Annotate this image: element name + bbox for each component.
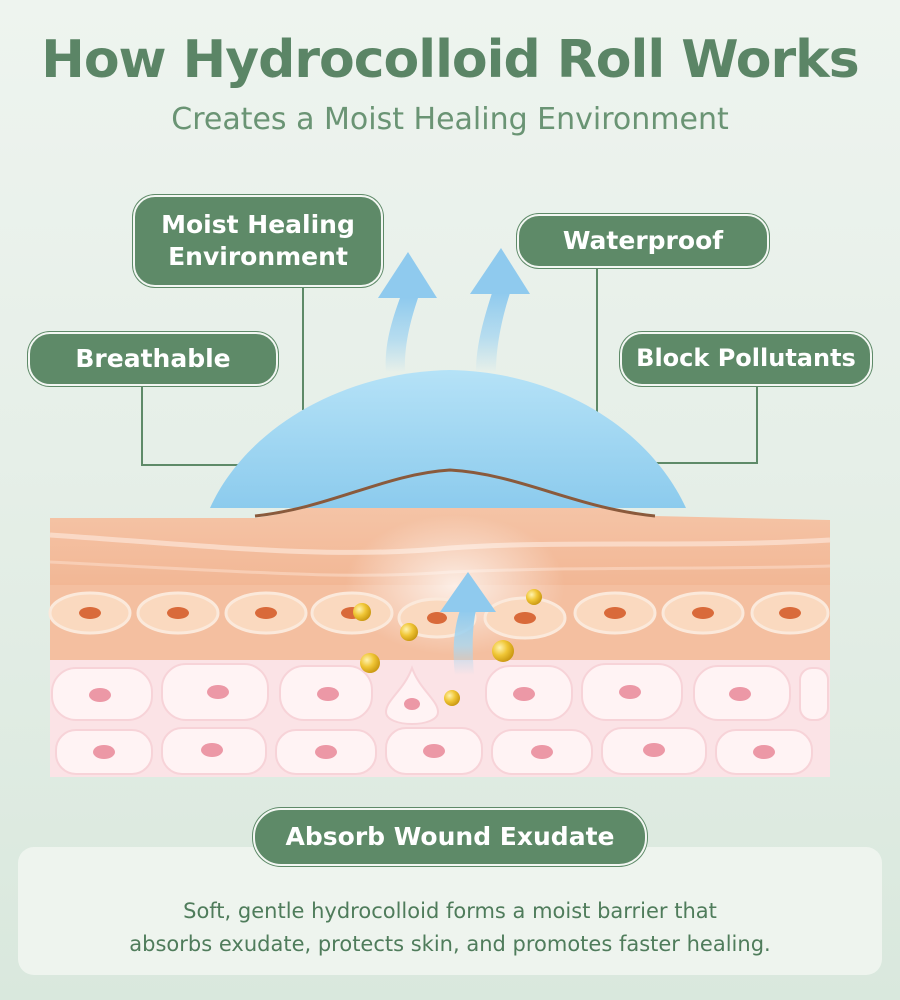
exudate-droplets bbox=[353, 589, 542, 706]
label-moist-line1: Moist Healing bbox=[161, 209, 355, 239]
up-arrow-icon bbox=[470, 248, 530, 372]
skin-cell-icon bbox=[224, 591, 308, 635]
skin-cell-icon bbox=[750, 591, 830, 635]
exudate-droplet-icon bbox=[400, 623, 418, 641]
page-title: How Hydrocolloid Roll Works bbox=[41, 30, 859, 90]
dome-skin-contact bbox=[254, 468, 656, 518]
page-subtitle: Creates a Moist Healing Environment bbox=[171, 102, 729, 137]
connector-lines bbox=[141, 268, 758, 466]
up-arrow-icon bbox=[440, 572, 496, 675]
skin-cell-icon bbox=[573, 591, 657, 635]
description-line2: absorbs exudate, protects skin, and prom… bbox=[129, 931, 771, 956]
label-absorb-exudate: Absorb Wound Exudate bbox=[253, 808, 647, 866]
hydrocolloid-dome bbox=[210, 370, 686, 508]
description-line1: Soft, gentle hydrocolloid forms a moist … bbox=[183, 899, 717, 923]
label-moist-line2: Environment bbox=[168, 242, 348, 271]
connector-block bbox=[650, 386, 758, 464]
exudate-droplet-cell bbox=[384, 665, 440, 725]
label-block-pollutants: Block Pollutants bbox=[620, 332, 872, 386]
connector-breathable bbox=[141, 386, 240, 466]
label-waterproof: Waterproof bbox=[517, 214, 769, 268]
label-moist-healing: Moist Healing Environment bbox=[133, 195, 383, 287]
description-text: Soft, gentle hydrocolloid forms a moist … bbox=[40, 895, 860, 960]
label-breathable: Breathable bbox=[28, 332, 278, 386]
exudate-droplet-icon bbox=[526, 589, 542, 605]
skin-cell-icon bbox=[661, 591, 745, 635]
exudate-droplet-icon bbox=[492, 640, 514, 662]
exudate-droplet-icon bbox=[360, 653, 380, 673]
skin-cell-icon bbox=[483, 596, 567, 640]
skin-cell-icon bbox=[48, 591, 132, 635]
exudate-droplet-icon bbox=[444, 690, 460, 706]
skin-cell-icon bbox=[310, 591, 394, 635]
description-panel bbox=[18, 847, 882, 975]
up-arrow-icon bbox=[378, 252, 437, 372]
exudate-droplet-icon bbox=[353, 603, 371, 621]
skin-cell-icon bbox=[136, 591, 220, 635]
skin-cell-row bbox=[48, 591, 830, 640]
